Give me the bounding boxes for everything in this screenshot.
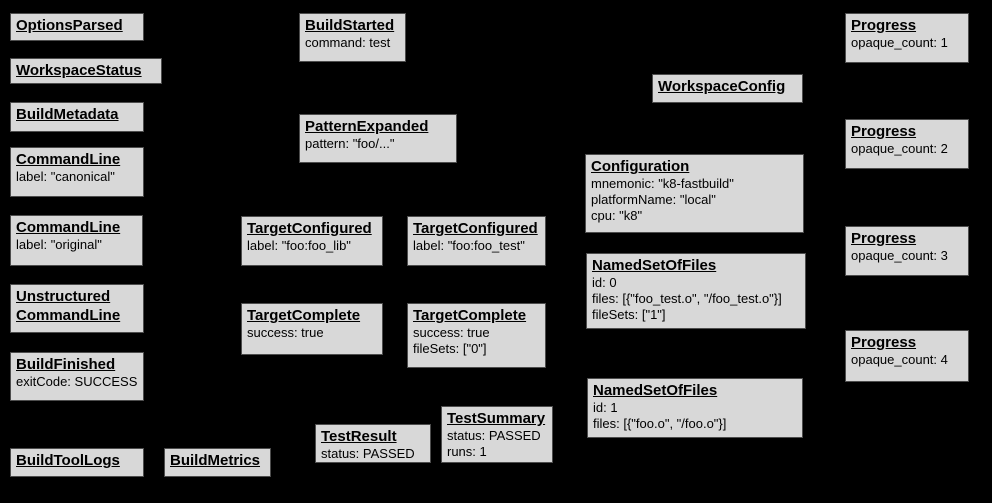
event-prop: label: "original" <box>16 237 102 252</box>
event-prop: mnemonic: "k8-fastbuild" <box>591 176 734 191</box>
event-title: CommandLine <box>16 151 121 168</box>
event-box-configuration: Configuration mnemonic: "k8-fastbuild" p… <box>585 154 804 233</box>
event-box-command-line-original: CommandLine label: "original" <box>10 215 143 266</box>
event-prop: fileSets: ["1"] <box>592 307 666 322</box>
event-title: TestResult <box>321 428 397 445</box>
event-box-named-set-of-files-1: NamedSetOfFiles id: 1 files: [{"foo.o", … <box>587 378 803 438</box>
event-box-progress-1: Progress opaque_count: 1 <box>845 13 969 63</box>
event-box-build-started: BuildStarted command: test <box>299 13 406 62</box>
event-title: PatternExpanded <box>305 118 429 135</box>
event-title: Progress <box>851 123 917 140</box>
event-box-command-line-canonical: CommandLine label: "canonical" <box>10 147 144 197</box>
event-title-line: Unstructured <box>16 288 111 305</box>
event-title: OptionsParsed <box>16 17 123 34</box>
event-prop: id: 1 <box>593 400 618 415</box>
event-prop: opaque_count: 1 <box>851 35 948 50</box>
event-title: TargetConfigured <box>413 220 538 237</box>
event-prop: label: "foo:foo_lib" <box>247 238 351 253</box>
event-box-test-summary: TestSummary status: PASSED runs: 1 <box>441 406 553 463</box>
event-prop: runs: 1 <box>447 444 487 459</box>
event-title: BuildMetrics <box>170 452 261 469</box>
event-box-unstructured-command-line: Unstructured CommandLine <box>10 284 144 333</box>
event-title: NamedSetOfFiles <box>593 382 718 399</box>
event-title: WorkspaceStatus <box>16 62 142 79</box>
event-title-line: CommandLine <box>16 307 121 324</box>
event-prop: exitCode: SUCCESS <box>16 374 138 389</box>
event-prop: files: [{"foo.o", "/foo.o"}] <box>593 416 727 431</box>
event-box-target-complete-foo-lib: TargetComplete success: true <box>241 303 383 355</box>
event-title: WorkspaceConfig <box>658 78 786 95</box>
event-box-options-parsed: OptionsParsed <box>10 13 144 41</box>
event-box-target-configured-foo-test: TargetConfigured label: "foo:foo_test" <box>407 216 546 266</box>
event-title: TargetComplete <box>413 307 527 324</box>
event-title: BuildFinished <box>16 356 116 373</box>
event-title: TestSummary <box>447 410 546 427</box>
event-prop: opaque_count: 3 <box>851 248 948 263</box>
event-title: Progress <box>851 230 917 247</box>
event-title: NamedSetOfFiles <box>592 257 717 274</box>
event-box-progress-3: Progress opaque_count: 3 <box>845 226 969 276</box>
event-prop: status: PASSED <box>447 428 541 443</box>
event-prop: success: true <box>413 325 490 340</box>
event-box-build-metrics: BuildMetrics <box>164 448 271 477</box>
event-prop: command: test <box>305 35 391 50</box>
event-prop: files: [{"foo_test.o", "/foo_test.o"}] <box>592 291 782 306</box>
event-title: Configuration <box>591 158 690 175</box>
event-prop: fileSets: ["0"] <box>413 341 487 356</box>
event-prop: success: true <box>247 325 324 340</box>
event-prop: platformName: "local" <box>591 192 716 207</box>
event-prop: pattern: "foo/..." <box>305 136 395 151</box>
event-title: TargetComplete <box>247 307 361 324</box>
event-box-build-tool-logs: BuildToolLogs <box>10 448 144 477</box>
event-title: BuildToolLogs <box>16 452 120 469</box>
event-title: BuildMetadata <box>16 106 119 123</box>
event-box-target-complete-foo-test: TargetComplete success: true fileSets: [… <box>407 303 546 368</box>
event-title: CommandLine <box>16 219 121 236</box>
event-title: TargetConfigured <box>247 220 372 237</box>
event-box-test-result: TestResult status: PASSED <box>315 424 431 463</box>
event-box-named-set-of-files-0: NamedSetOfFiles id: 0 files: [{"foo_test… <box>586 253 806 329</box>
event-box-progress-4: Progress opaque_count: 4 <box>845 330 969 382</box>
event-box-progress-2: Progress opaque_count: 2 <box>845 119 969 169</box>
event-prop: cpu: "k8" <box>591 208 643 223</box>
event-prop: id: 0 <box>592 275 617 290</box>
event-prop: label: "canonical" <box>16 169 115 184</box>
event-box-pattern-expanded: PatternExpanded pattern: "foo/..." <box>299 114 457 163</box>
event-title: Progress <box>851 334 917 351</box>
event-title: BuildStarted <box>305 17 395 34</box>
event-prop: opaque_count: 2 <box>851 141 948 156</box>
event-prop: label: "foo:foo_test" <box>413 238 525 253</box>
event-box-build-finished: BuildFinished exitCode: SUCCESS <box>10 352 144 401</box>
event-box-workspace-config: WorkspaceConfig <box>652 74 803 103</box>
event-box-target-configured-foo-lib: TargetConfigured label: "foo:foo_lib" <box>241 216 383 266</box>
event-title: Progress <box>851 17 917 34</box>
event-box-build-metadata: BuildMetadata <box>10 102 144 132</box>
event-prop: status: PASSED <box>321 446 415 461</box>
event-box-workspace-status: WorkspaceStatus <box>10 58 162 84</box>
event-prop: opaque_count: 4 <box>851 352 948 367</box>
